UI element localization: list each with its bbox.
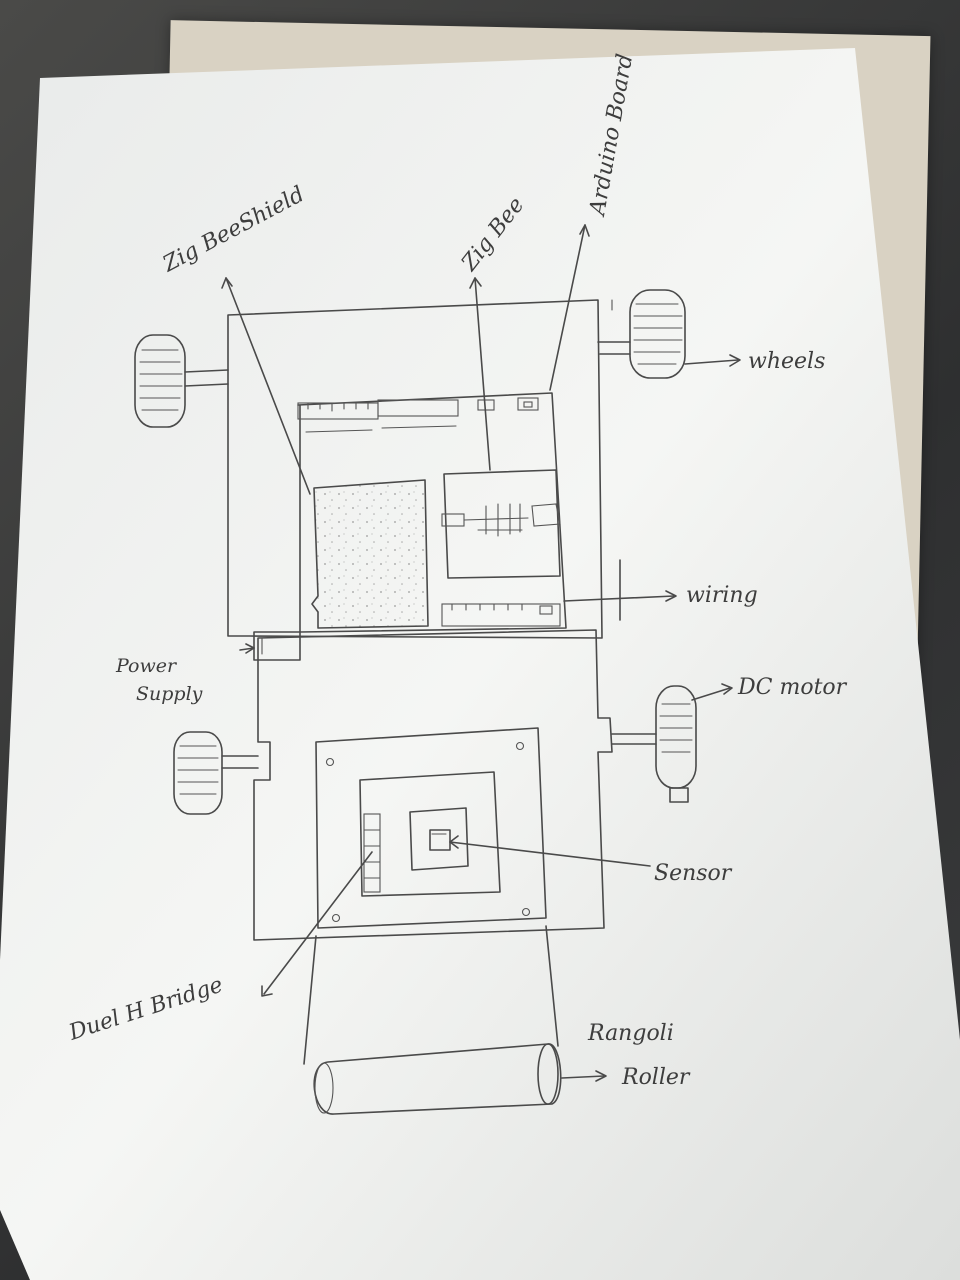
label-zigbee-shield: Zig BeeShield	[158, 182, 308, 278]
label-roller: Roller	[621, 1065, 691, 1090]
sensor	[410, 808, 468, 870]
label-power: Power	[115, 655, 178, 677]
label-dc-motor: DC motor	[737, 675, 848, 700]
zigbee-shield	[312, 480, 428, 628]
arduino-chip-2	[518, 398, 538, 410]
dc-motor	[612, 686, 696, 802]
label-supply: Supply	[136, 683, 203, 705]
zigbee-module	[442, 470, 560, 578]
label-sensor: Sensor	[654, 861, 733, 886]
label-dual-h-bridge: Duel H Bridge	[65, 973, 226, 1047]
label-rangoli: Rangoli	[587, 1021, 674, 1046]
label-wiring: wiring	[686, 583, 758, 608]
upper-right-wheel	[598, 290, 685, 378]
upper-left-wheel	[135, 335, 228, 427]
label-arduino-board: Arduino Board	[585, 52, 638, 219]
label-zigbee: Zig Bee	[456, 193, 529, 277]
lower-left-wheel	[174, 732, 258, 814]
label-wheels: wheels	[748, 349, 825, 374]
rangoli-roller	[304, 926, 561, 1114]
arduino-chip-1	[478, 400, 494, 410]
dual-h-bridge	[316, 728, 546, 928]
